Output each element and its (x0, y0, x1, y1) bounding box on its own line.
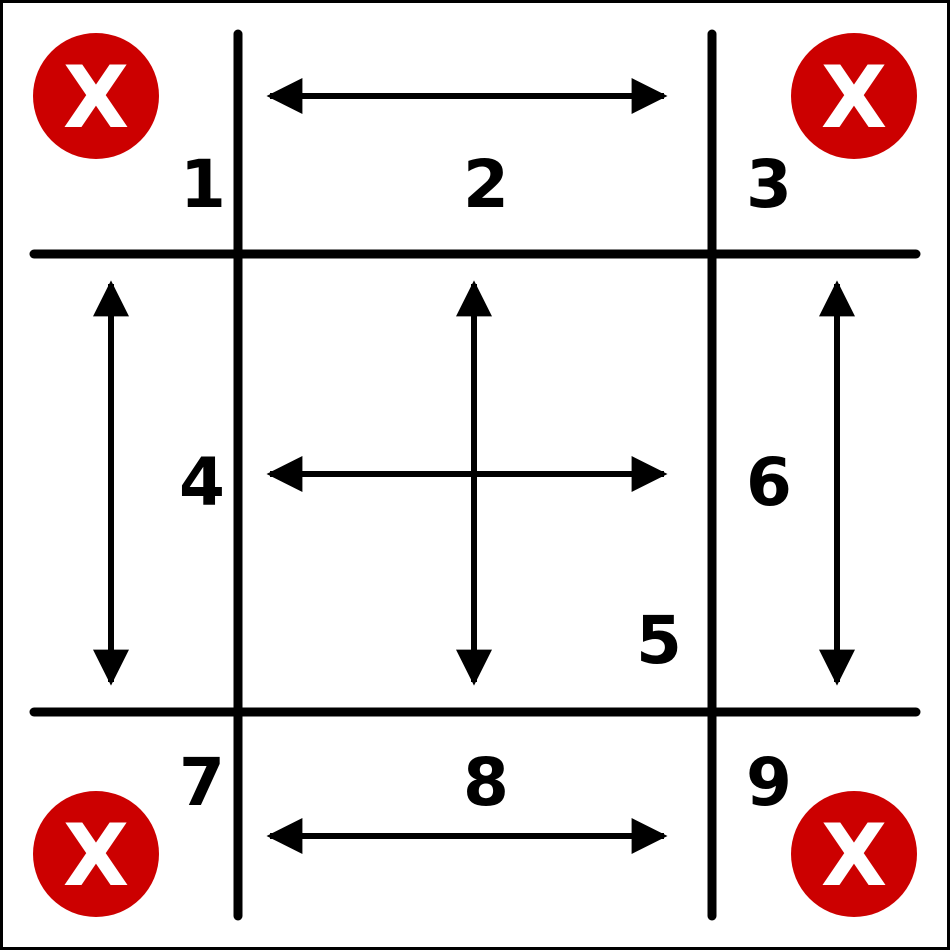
x-icon: X (63, 48, 129, 148)
blocked-circle-icon (791, 33, 917, 159)
blocked-marker-1: X (33, 33, 159, 159)
grid-lines (29, 29, 921, 921)
blocked-circle-icon (33, 791, 159, 917)
blocked-marker-9: X (791, 791, 917, 917)
x-icon: X (821, 806, 887, 906)
cell-label-9: 9 (746, 744, 792, 821)
cell-label-3: 3 (746, 146, 792, 223)
cell-label-8: 8 (463, 744, 509, 821)
cell-label-6: 6 (746, 444, 792, 521)
cell-label-4: 4 (179, 444, 225, 521)
cell-label-2: 2 (463, 146, 509, 223)
blocked-marker-3: X (791, 33, 917, 159)
x-icon: X (63, 806, 129, 906)
blocked-marker-7: X (33, 791, 159, 917)
cell-label-7: 7 (179, 744, 225, 821)
cell-label-1: 1 (180, 146, 226, 223)
blocked-circle-icon (33, 33, 159, 159)
arrows (93, 78, 855, 854)
blocked-circle-icon (791, 791, 917, 917)
x-icon: X (821, 48, 887, 148)
cell-label-5: 5 (636, 602, 682, 679)
